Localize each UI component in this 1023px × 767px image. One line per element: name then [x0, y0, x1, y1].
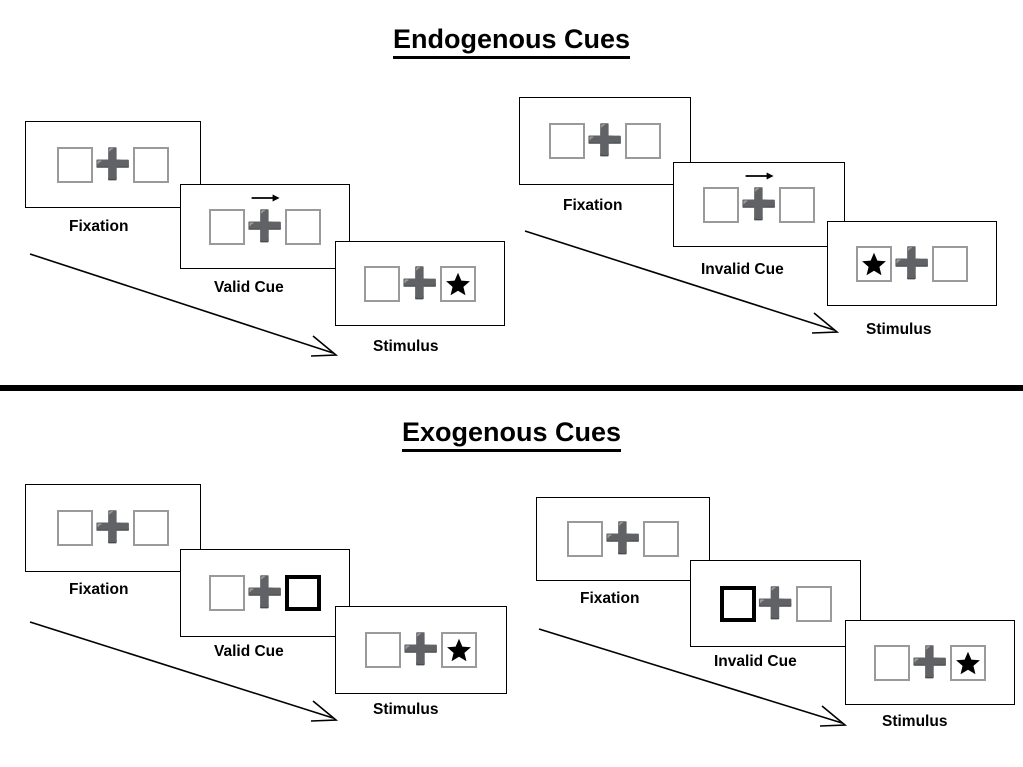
screen-exogenous-valid-cue: ➕ [180, 549, 350, 637]
placeholder-box-right [625, 123, 661, 159]
exogenous-cue-box-left [719, 585, 756, 622]
fixation-cross: ➕ [245, 194, 285, 247]
screen-label-exogenous-valid-cue: Valid Cue [214, 643, 284, 660]
right-arrow-icon [745, 172, 774, 179]
screen-exogenous-invalid-cue: ➕ [690, 560, 861, 647]
sequence-arrow-endogenous-invalid [524, 230, 840, 334]
screen-label-endogenous-invalid-stimulus: Stimulus [866, 321, 932, 338]
screen-endogenous-invalid-fixation: ➕ [519, 97, 691, 185]
placeholder-box-right [795, 585, 832, 622]
black-star-icon [862, 252, 886, 275]
placeholder-box-left [567, 521, 603, 557]
screen-label-endogenous-valid-cue: Valid Cue [214, 279, 284, 296]
placeholder-box-right-target [440, 265, 476, 302]
fixation-cross: ➕ [911, 644, 949, 680]
screen-exogenous-invalid-fixation: ➕ [536, 497, 710, 581]
placeholder-box-left [549, 123, 585, 159]
fixation-cross: ➕ [893, 245, 931, 281]
placeholder-box-right-target [950, 644, 986, 681]
placeholder-box-left [57, 146, 93, 183]
section-title-endogenous-text: Endogenous Cues [392, 24, 630, 59]
screen-label-endogenous-valid-fixation: Fixation [69, 218, 129, 235]
fixation-cross: ➕ [604, 521, 642, 556]
placeholder-box-right-target [441, 632, 477, 668]
placeholder-box-right [285, 208, 321, 245]
fixation-cross: ➕ [402, 632, 440, 667]
fixation-cross: ➕ [401, 265, 439, 301]
placeholder-box-left [703, 186, 739, 223]
screen-endogenous-invalid-stimulus: ➕ [827, 221, 997, 306]
screen-label-exogenous-valid-fixation: Fixation [69, 581, 129, 598]
screen-endogenous-valid-fixation: ➕ [25, 121, 201, 208]
placeholder-box-right [133, 146, 169, 183]
fixation-cross: ➕ [756, 585, 795, 621]
screen-label-exogenous-valid-stimulus: Stimulus [373, 701, 439, 718]
placeholder-box-left [209, 575, 245, 611]
placeholder-box-left [364, 265, 400, 302]
fixation-cross: ➕ [94, 510, 132, 545]
screen-label-exogenous-invalid-fixation: Fixation [580, 590, 640, 607]
fixation-cross: ➕ [246, 575, 284, 610]
screen-endogenous-invalid-cue: ➕ [673, 162, 845, 247]
placeholder-box-left [57, 510, 93, 546]
screen-endogenous-valid-stimulus: ➕ [335, 241, 505, 326]
fixation-cross: ➕ [586, 123, 624, 158]
fixation-cross: ➕ [94, 146, 132, 182]
right-arrow-icon [251, 194, 280, 201]
section-title-exogenous: Exogenous Cues [0, 417, 1023, 452]
screen-exogenous-invalid-stimulus: ➕ [845, 620, 1015, 705]
placeholder-box-right [133, 510, 169, 546]
section-divider [0, 385, 1023, 391]
screen-exogenous-valid-fixation: ➕ [25, 484, 201, 572]
placeholder-box-right [932, 245, 968, 282]
placeholder-box-left-target [856, 245, 892, 282]
screen-label-endogenous-invalid-cue: Invalid Cue [701, 261, 784, 278]
screen-endogenous-valid-cue: ➕ [180, 184, 350, 269]
black-star-icon [446, 272, 470, 295]
sequence-arrow-exogenous-valid [29, 621, 339, 722]
screen-label-exogenous-invalid-stimulus: Stimulus [882, 713, 948, 730]
placeholder-box-left [209, 208, 245, 245]
black-star-icon [447, 638, 471, 662]
placeholder-box-right [643, 521, 679, 557]
fixation-cross: ➕ [739, 172, 779, 225]
sequence-arrow-exogenous-invalid [538, 628, 848, 727]
placeholder-box-left [874, 644, 910, 681]
screen-label-endogenous-valid-stimulus: Stimulus [373, 338, 439, 355]
black-star-icon [956, 651, 980, 674]
placeholder-box-left [365, 632, 401, 668]
screen-exogenous-valid-stimulus: ➕ [335, 606, 507, 694]
section-title-exogenous-text: Exogenous Cues [401, 417, 622, 452]
section-title-endogenous: Endogenous Cues [0, 24, 1023, 59]
screen-label-exogenous-invalid-cue: Invalid Cue [714, 653, 797, 670]
placeholder-box-right [779, 186, 815, 223]
sequence-arrow-endogenous-valid [29, 253, 339, 357]
exogenous-cue-box-right [285, 575, 321, 611]
screen-label-endogenous-invalid-fixation: Fixation [563, 197, 623, 214]
